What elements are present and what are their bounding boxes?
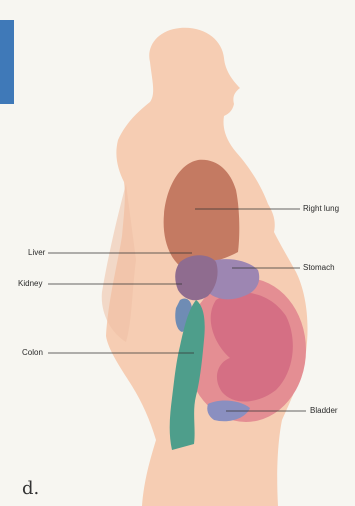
right-lung-label: Right lung — [303, 204, 339, 214]
kidney-label: Kidney — [18, 279, 42, 289]
colon-label: Colon — [22, 348, 43, 358]
stomach-label: Stomach — [303, 263, 335, 273]
liver-label: Liver — [28, 248, 45, 258]
bladder-label: Bladder — [310, 406, 338, 416]
panel-letter: d. — [22, 478, 39, 499]
